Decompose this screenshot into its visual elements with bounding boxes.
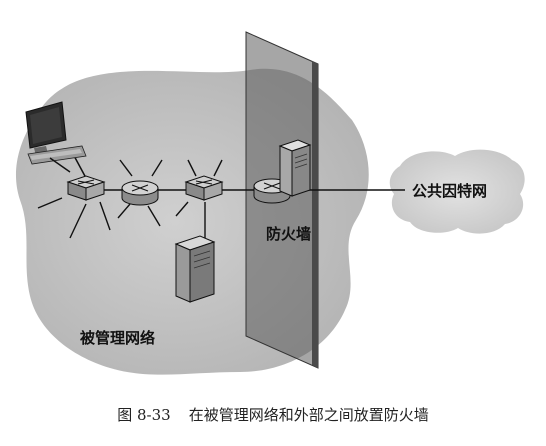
switch-icon-left	[37, 157, 111, 239]
router-icon-middle	[117, 159, 163, 227]
firewall-panel-edge	[312, 61, 318, 368]
switch-icon-right	[175, 159, 224, 238]
server-icon-internal	[174, 235, 216, 303]
figure-number: 图 8-33	[117, 406, 171, 424]
managed-network-label: 被管理网络	[80, 329, 155, 347]
firewall-label: 防火墙	[266, 225, 311, 243]
figure-caption: 图 8-33 在被管理网络和外部之间放置防火墙	[0, 404, 546, 425]
public-internet-cloud	[389, 149, 525, 234]
public-internet-label: 公共因特网	[412, 182, 487, 200]
firewall-server-icon	[278, 139, 312, 197]
computer-icon	[25, 101, 87, 179]
figure-caption-text: 在被管理网络和外部之间放置防火墙	[188, 406, 429, 424]
